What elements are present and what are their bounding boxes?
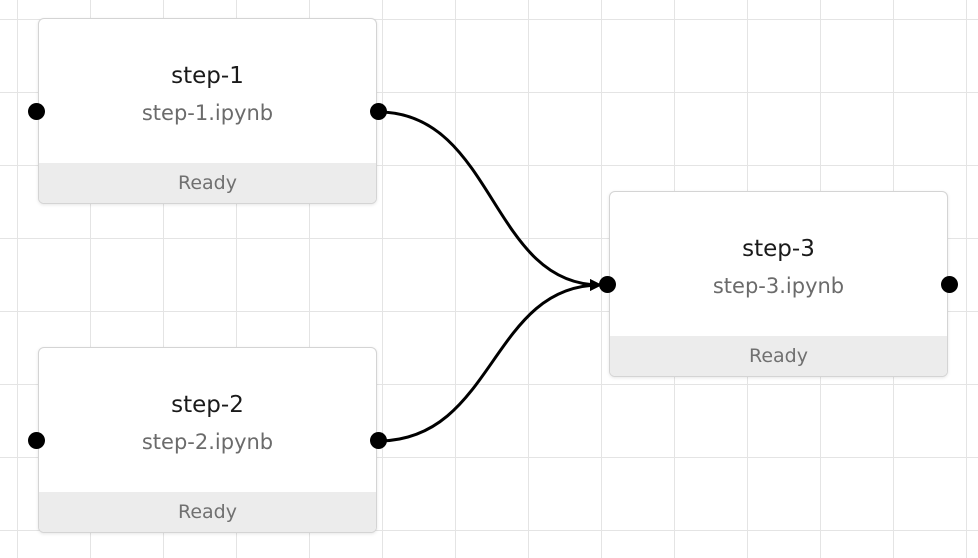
output-port[interactable] — [370, 432, 387, 449]
node-filename: step-3.ipynb — [712, 274, 845, 298]
output-port[interactable] — [370, 103, 387, 120]
node-status-bar: Ready — [39, 492, 376, 532]
node-title: step-3 — [742, 236, 815, 262]
link-step-1-to-step-3[interactable] — [377, 110, 602, 291]
node-filename: step-2.ipynb — [141, 430, 274, 454]
input-port[interactable] — [599, 276, 616, 293]
input-port[interactable] — [28, 103, 45, 120]
node-title: step-2 — [171, 392, 244, 418]
pipeline-node-step-2[interactable]: step-2 step-2.ipynb Ready — [38, 347, 377, 533]
node-status-bar: Ready — [39, 163, 376, 203]
output-port[interactable] — [941, 276, 958, 293]
node-filename: step-1.ipynb — [141, 101, 274, 125]
pipeline-node-step-3[interactable]: step-3 step-3.ipynb Ready — [609, 191, 948, 377]
node-title: step-1 — [171, 63, 244, 89]
node-status-bar: Ready — [610, 336, 947, 376]
link-step-2-to-step-3[interactable] — [377, 279, 602, 443]
input-port[interactable] — [28, 432, 45, 449]
pipeline-node-step-1[interactable]: step-1 step-1.ipynb Ready — [38, 18, 377, 204]
